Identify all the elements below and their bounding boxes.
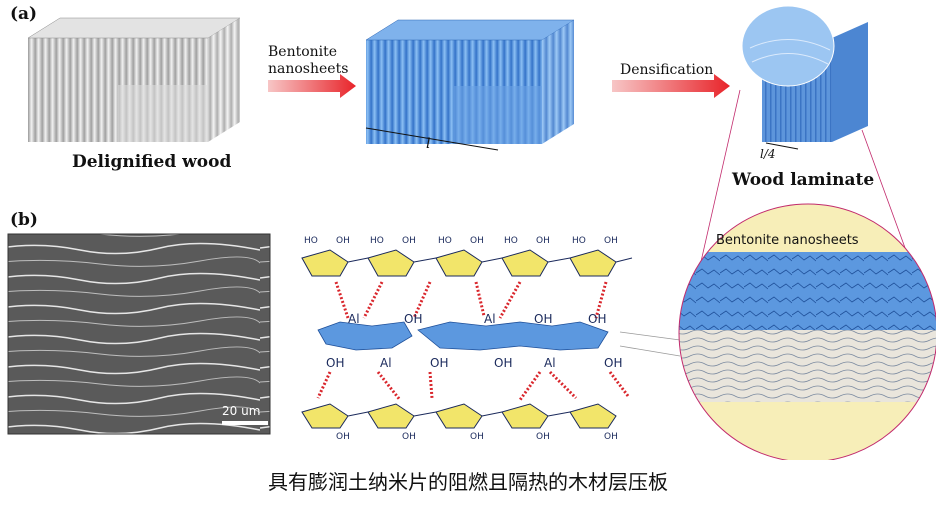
molecule-label-middle-2: OH [404,312,423,326]
molecule-label-lower-3: OH [430,356,449,370]
bentonite-sheet-row [317,321,609,351]
bottom-cellulose-chain [301,403,617,429]
molecule-label-middle-1: Al [348,312,360,326]
arrow-densification [612,74,730,98]
molecule-label-bottom-oh-2: OH [402,432,416,442]
molecule-label-lower-4: OH [494,356,513,370]
molecule-label-top-oh-1: OH [336,236,350,246]
top-cellulose-chain [301,249,633,277]
molecule-label-top-oh-4: OH [536,236,550,246]
figure-caption: 具有膨润土纳米片的阻燃且隔热的木材层压板 [268,470,668,494]
molecule-label-middle-4: OH [534,312,553,326]
hydrogen-bonds-bottom [316,370,630,401]
bentonite-wood-block [365,19,575,151]
arrow-bentonite [268,74,356,98]
molecule-label-top-ho-1: HO [304,236,318,246]
wood-laminate-block [741,5,868,150]
molecule-label-top-ho-4: HO [504,236,518,246]
diagram-canvas [7,5,936,460]
hydrogen-bonds-top [334,281,608,319]
molecule-label-top-ho-5: HO [572,236,586,246]
molecule-label-bottom-oh-5: OH [604,432,618,442]
label-densification: Densification [620,62,714,78]
molecule-label-bottom-oh-3: OH [470,432,484,442]
label-dimension-l: l [426,136,431,152]
sem-micrograph [7,233,271,435]
scale-bar-label: 20 um [222,404,261,418]
molecule-label-lower-1: OH [326,356,345,370]
molecule-label-bottom-oh-4: OH [536,432,550,442]
molecule-label-top-oh-5: OH [604,236,618,246]
molecule-label-middle-5: OH [588,312,607,326]
molecule-label-top-ho-3: HO [438,236,452,246]
label-bentonite-zoom: Bentonite nanosheets [716,233,859,248]
molecule-label-lower-6: OH [604,356,623,370]
label-delignified-wood: Delignified wood [72,152,232,172]
molecule-label-lower-2: Al [380,356,392,370]
label-wood-laminate: Wood laminate [732,170,875,190]
molecule-label-lower-5: Al [544,356,556,370]
molecule-label-middle-3: Al [484,312,496,326]
delignified-wood-block [27,17,241,142]
zoom-circle [679,204,936,460]
molecule-label-top-ho-2: HO [370,236,384,246]
label-dimension-l4: l/4 [760,147,776,161]
molecule-label-top-oh-3: OH [470,236,484,246]
molecule-label-bottom-oh-1: OH [336,432,350,442]
label-bentonite-arrow: Bentonite nanosheets [268,44,349,77]
panel-label-a: (a) [10,4,38,24]
panel-label-b: (b) [10,210,38,230]
molecule-label-top-oh-2: OH [402,236,416,246]
